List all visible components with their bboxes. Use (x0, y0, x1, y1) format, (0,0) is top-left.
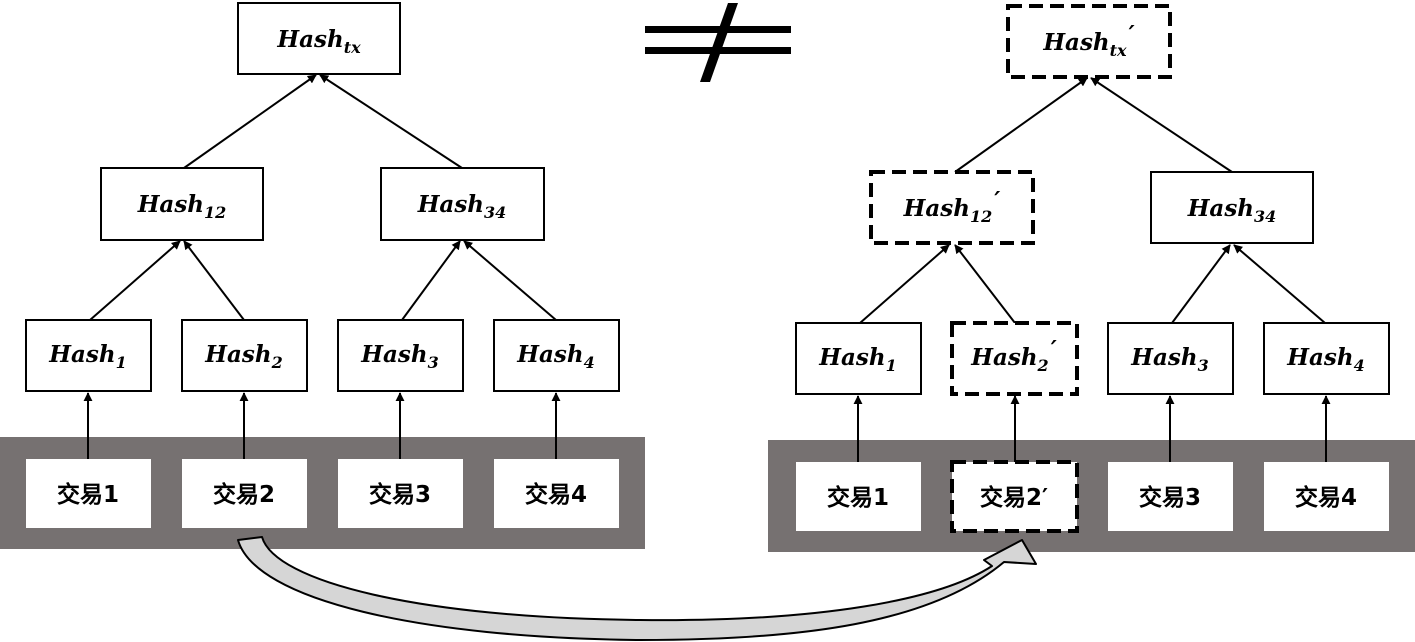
svg-text:Hash1: Hash1 (818, 344, 896, 375)
right-edge-hash12p-root (954, 77, 1088, 173)
left-transaction-4: 交易4 (494, 459, 619, 528)
right-root-hash-node-modified: Hashtx′ (1006, 4, 1172, 79)
right-hash2-node-modified: Hash2′ (950, 321, 1079, 396)
svg-text:Hash3: Hash3 (1130, 344, 1208, 375)
svg-text:交易2′: 交易2′ (980, 484, 1048, 511)
left-transaction-3: 交易3 (338, 459, 463, 528)
left-hash3-node: Hash3 (337, 319, 464, 392)
svg-text:Hashtx′: Hashtx′ (1042, 21, 1134, 60)
left-edge-hash12-root (183, 74, 317, 169)
svg-text:Hash34: Hash34 (417, 191, 507, 222)
left-edge-hash1-hash12 (89, 240, 181, 321)
right-edge-hash2p-hash12p (954, 244, 1016, 324)
svg-text:交易2: 交易2 (213, 481, 275, 508)
right-hash12-node-modified: Hash12′ (869, 170, 1035, 245)
svg-text:Hash4: Hash4 (516, 341, 594, 372)
right-tree-edges (853, 77, 1331, 462)
left-edge-hash3-hash34 (401, 240, 461, 321)
svg-text:Hash12′: Hash12′ (903, 187, 1001, 226)
svg-text:交易4: 交易4 (525, 481, 587, 508)
left-hash34-node: Hash34 (380, 167, 545, 241)
left-hash1-node: Hash1 (25, 319, 152, 392)
svg-text:Hash2: Hash2 (204, 341, 282, 372)
left-edge-hash2-hash12 (183, 240, 245, 321)
left-hash2-node: Hash2 (181, 319, 308, 392)
right-transaction-1: 交易1 (796, 462, 921, 531)
right-hash1-node: Hash1 (795, 322, 922, 395)
left-tree-edges (83, 74, 561, 459)
right-hash34-node: Hash34 (1150, 171, 1314, 244)
svg-text:交易3: 交易3 (369, 481, 431, 508)
svg-text:交易1: 交易1 (57, 481, 119, 508)
svg-text:Hash4: Hash4 (1286, 344, 1364, 375)
right-hash4-node: Hash4 (1263, 322, 1390, 395)
right-transaction-2-modified: 交易2′ (950, 460, 1079, 533)
right-edge-hash4-hash34 (1233, 244, 1326, 324)
right-edge-hash34-root (1090, 77, 1233, 173)
right-edge-hash1-hash12p (859, 244, 950, 324)
svg-text:Hash12: Hash12 (137, 191, 227, 222)
right-transaction-4: 交易4 (1264, 462, 1389, 531)
left-hash4-node: Hash4 (493, 319, 620, 392)
svg-text:交易4: 交易4 (1295, 484, 1357, 511)
left-hash12-node: Hash12 (100, 167, 264, 241)
left-root-hash-node: Hashtx (237, 2, 401, 75)
svg-text:交易1: 交易1 (827, 484, 889, 511)
svg-text:交易3: 交易3 (1139, 484, 1201, 511)
right-merkle-tree: Hashtx′ Hash12′ Hash34 Hash1 Hash2′ Hash… (768, 4, 1415, 552)
svg-text:Hashtx: Hashtx (276, 26, 361, 57)
svg-text:Hash1: Hash1 (48, 341, 126, 372)
svg-text:Hash2′: Hash2′ (970, 336, 1057, 375)
left-transaction-2: 交易2 (182, 459, 307, 528)
left-merkle-tree: Hashtx Hash12 Hash34 Hash1 Hash2 Hash3 H… (0, 2, 645, 549)
left-transaction-1: 交易1 (26, 459, 151, 528)
right-hash3-node: Hash3 (1107, 322, 1234, 395)
right-edge-hash3-hash34 (1171, 244, 1231, 324)
svg-text:Hash34: Hash34 (1187, 195, 1277, 226)
svg-text:Hash3: Hash3 (360, 341, 438, 372)
left-edge-hash34-root (319, 74, 463, 169)
right-transaction-3: 交易3 (1108, 462, 1233, 531)
left-edge-hash4-hash34 (463, 240, 557, 321)
curved-tamper-arrow-icon (237, 536, 1037, 641)
not-equal-icon (645, 3, 791, 82)
